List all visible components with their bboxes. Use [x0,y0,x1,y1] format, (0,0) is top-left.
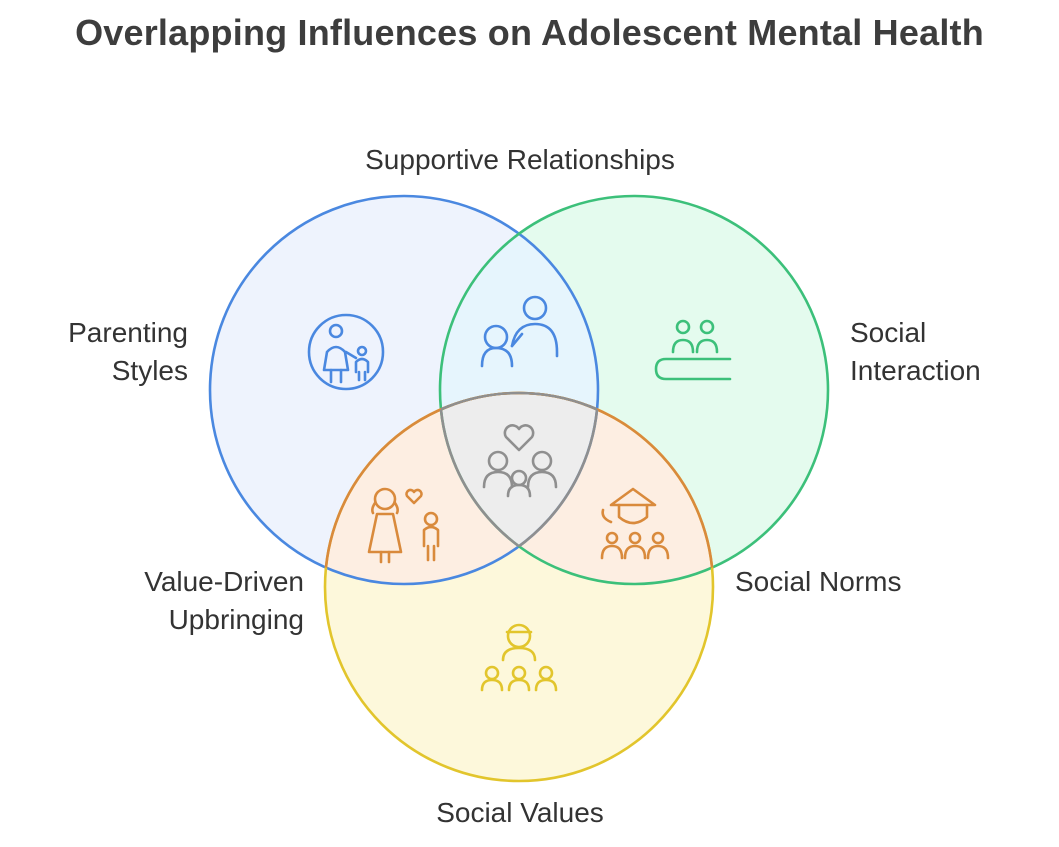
label-interaction-line2: Interaction [850,355,981,386]
label-social-interaction: Social Interaction [850,314,1040,390]
label-social-values: Social Values [436,797,604,828]
label-social-norms: Social Norms [735,566,902,597]
leader-group-icon [480,623,558,692]
overlap-blue-yellow [325,393,598,584]
interaction-circle-outline [438,194,830,586]
page-title: Overlapping Influences on Adolescent Men… [75,12,984,53]
label-parenting-line1: Parenting [68,317,188,348]
label-parenting-styles: Parenting Styles [30,314,188,390]
overlap-green-yellow [440,393,713,584]
label-supportive-relationships: Supportive Relationships [365,144,675,175]
parent-child-icon [307,313,385,391]
label-parenting-line2: Styles [111,355,188,386]
group-conversation-icon [654,319,732,381]
mother-child-heart-icon [367,487,440,564]
label-value-driven-upbringing: Value-Driven Upbringing [100,563,304,639]
label-interaction-line1: Social [850,317,927,348]
family-heart-icon [482,424,558,498]
parenting-circle-outline [208,194,600,586]
gray-arc-bottom [440,391,598,584]
label-value-driven-line1: Value-Driven [144,566,304,597]
label-value-driven-line2: Upbringing [168,604,304,635]
teacher-class-icon [600,487,670,560]
embrace-icon [480,295,559,368]
